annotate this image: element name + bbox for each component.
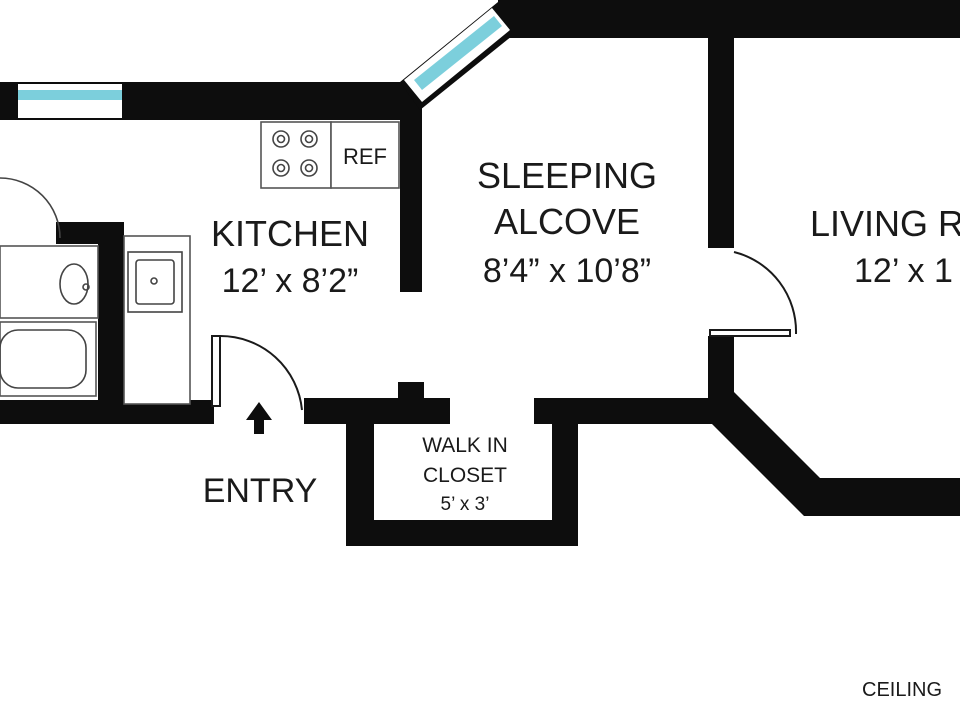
bathroom <box>0 177 99 397</box>
closet-post <box>398 382 424 412</box>
sleeping-dims: 8’4” x 10’8” <box>483 252 651 290</box>
refrigerator: REF <box>330 121 400 189</box>
vanity <box>0 245 99 319</box>
living-room-door <box>709 251 798 337</box>
closet-bottom-wall <box>346 520 578 546</box>
living-name: LIVING R <box>810 203 960 244</box>
living-dims: 12’ x 1 <box>854 252 953 290</box>
living-divider-upper <box>708 36 734 248</box>
bathtub-icon <box>0 321 97 397</box>
sleeping-name-line1: SLEEPING <box>477 155 657 196</box>
kitchen-name: KITCHEN <box>211 213 369 254</box>
arrow-up-icon <box>246 402 272 434</box>
closet-top-wall-left <box>304 398 450 424</box>
top-wall <box>498 0 960 38</box>
stove-icon <box>260 121 332 189</box>
kitchen-right-wall <box>400 82 422 292</box>
entry-door <box>211 334 303 411</box>
sleeping-name-line2: ALCOVE <box>494 201 640 242</box>
kitchen-dims: 12’ x 8’2” <box>222 262 359 300</box>
living-diagonal-wall <box>708 392 960 516</box>
windows <box>0 8 510 118</box>
closet-name-line1: WALK IN <box>422 434 508 457</box>
sink-icon <box>123 235 191 405</box>
window-glass-angled <box>414 16 502 90</box>
window-frame-left <box>18 84 122 118</box>
ref-label: REF <box>343 144 387 169</box>
bath-wall-right <box>98 222 124 412</box>
closet-dims: 5’ x 3’ <box>441 494 490 515</box>
ceiling-label: CEILING <box>862 679 942 701</box>
closet-name-line2: CLOSET <box>423 464 507 487</box>
entry-label: ENTRY <box>203 472 318 510</box>
window-glass-left <box>18 90 122 100</box>
